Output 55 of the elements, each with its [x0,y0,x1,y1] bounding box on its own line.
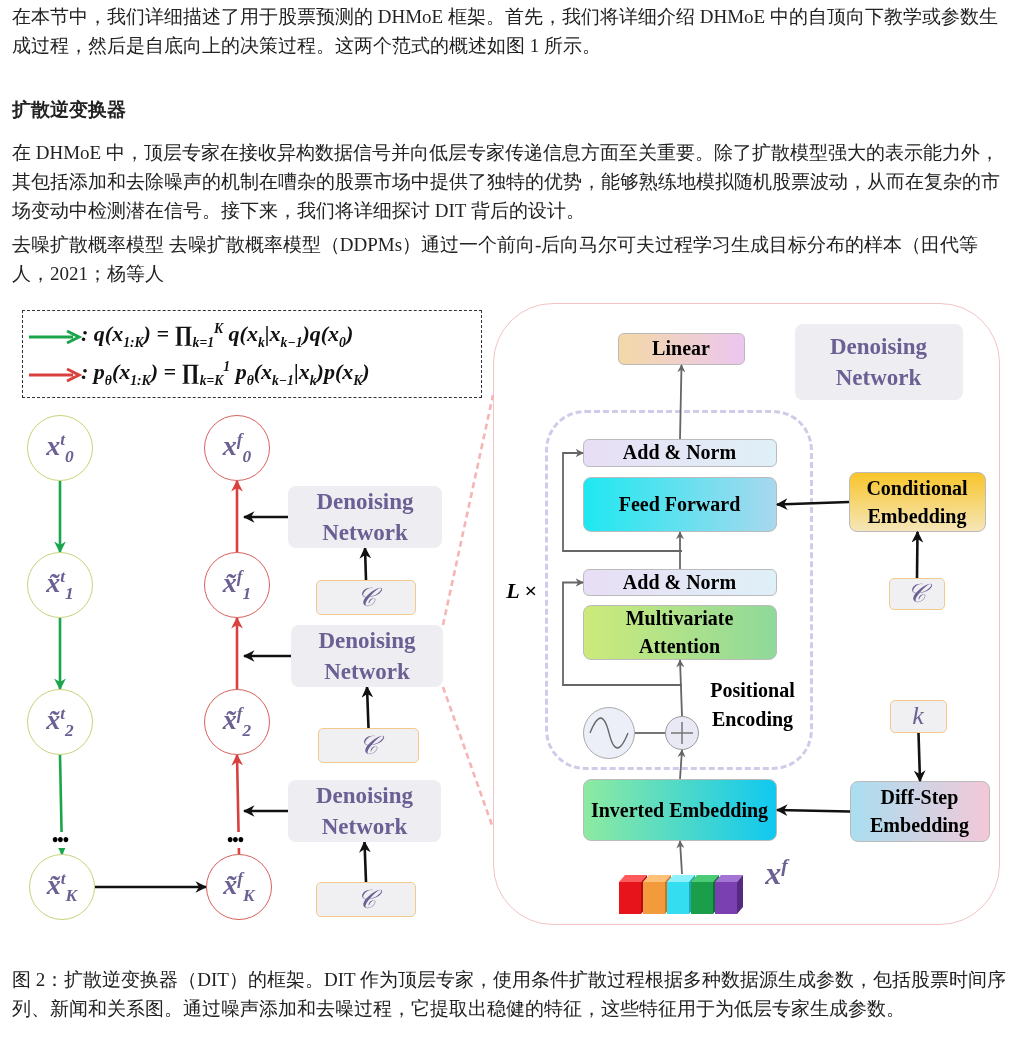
paragraph: 在本节中，我们详细描述了用于股票预测的 DHMoE 框架。首先，我们将详细介绍 DHMoE 中的自顶向下教学或参数生成过程，然后是自底向上的决策过程。这两个范式的概述如图 1 所示。 [12,5,999,58]
arrow [677,364,686,440]
layer-box: Multivariate Attention [582,604,777,660]
arrow [676,840,685,875]
arrow [231,616,243,689]
variable-label: x$^{f}$ [764,853,791,892]
layer-box: Feed Forward [582,476,777,532]
arrow [911,530,924,578]
embedding-box: Conditional Embedding [848,471,986,532]
arrow [775,804,851,817]
network-panel [493,303,1000,925]
layer-box: Linear [617,332,745,365]
network-box: Denoising Network [288,780,441,842]
arrow [231,753,244,855]
layer-box: Add & Norm [582,438,777,467]
encoding-label: Positional Encoding [709,677,796,733]
arrow [359,840,371,883]
figure-caption: 图 2：扩散逆变换器（DIT）的框架。DIT 作为顶层专家，使用条件扩散过程根据多种数据源生成参数，包括股票时间序列、新闻和关系图。通过噪声添加和去噪过程，它提取出稳健的特征，这些特征用于为低层专家生成参数。 [12,968,1007,1021]
symbol-box: k [889,699,947,733]
section-heading: 扩散逆变换器 [12,98,127,122]
arrow [242,511,288,523]
legend-formula: : q(x$_{1:K}$) = ∏$_{k=1}$$^{K}$ q(x$_{k}$|x$_{k−1}$)q(x$_{0}$) [81,321,354,351]
symbol-box: 𝒞 [318,728,419,763]
arrow [231,479,243,552]
connector-line [634,732,666,734]
layer-block [544,409,813,770]
arrow [242,805,288,817]
plus-circle [664,715,699,750]
paragraph: 去噪扩散概率模型 去噪扩散概率模型（DDPMs）通过一个前向-后向马尔可夫过程学习生成目标分布的样本（田代等人，2021；杨等人 [12,233,980,286]
symbol-box: 𝒞 [888,577,945,610]
embedding-box: Inverted Embedding [582,778,777,841]
arrow [562,578,683,686]
arrow [675,531,685,570]
arrow [562,448,683,552]
network-box: Denoising Network [288,486,442,548]
arrow [242,650,291,662]
symbol-box: 𝒞 [316,882,416,917]
embedding-box: Diff-Step Embedding [849,780,990,842]
arrow [54,481,66,554]
arrow [361,685,374,729]
legend-formula: : p$_{θ}$(x$_{1:K}$) = ∏$_{k=K}$$^{1}$ p$_{θ}$(x$_{k−1}$|x$_{k}$)p(x$_{K}$) [81,359,370,389]
symbol-box: 𝒞 [316,580,416,615]
arrow [359,546,372,581]
layer-box: Add & Norm [582,568,777,596]
arrow [913,732,926,783]
arrow [677,749,686,780]
repeat-label: L × [505,577,538,604]
arrow [54,618,66,691]
paragraph: 在 DHMoE 中，顶层专家在接收异构数据信号并向低层专家传递信息方面至关重要。除了扩散模型强大的表示能力外，其包括添加和去除噪声的机制在嘈杂的股票市场中提供了独特的优势，能够熟练地模拟随机股票波动，从而在复杂的市场变动中检测潜在信号。接下来，我们将详细探讨 DIT 背后的设计。 [12,141,1001,223]
network-box: Denoising Network [291,625,443,687]
network-box: Denoising Network [794,323,963,400]
arrow [775,498,850,510]
arrow [676,659,685,717]
cube-drawing [618,873,745,914]
arrow [95,881,208,893]
